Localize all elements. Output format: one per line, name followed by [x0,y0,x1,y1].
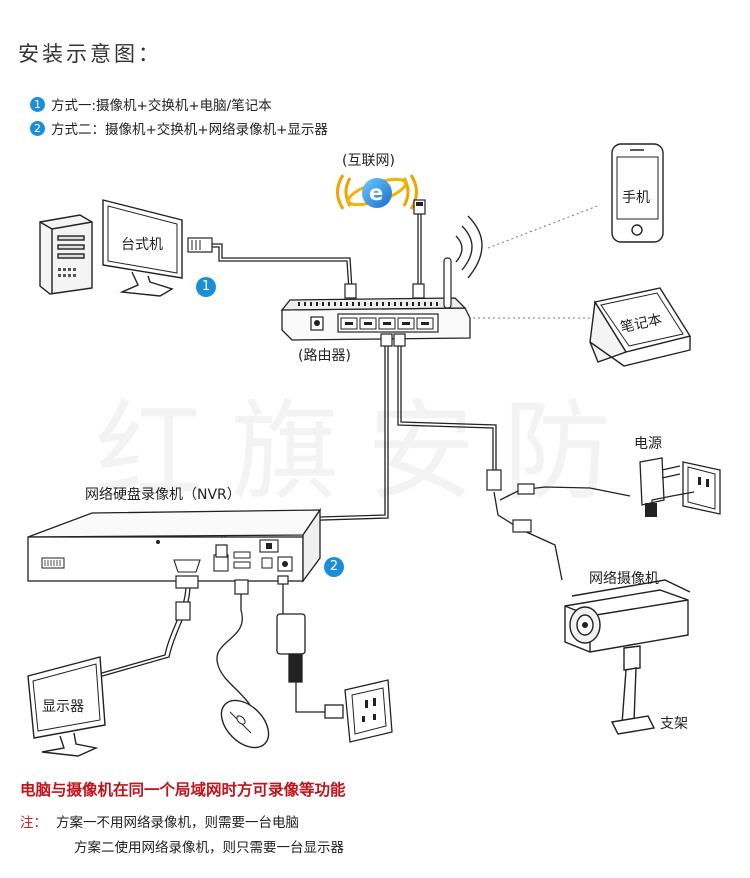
svg-text:e: e [369,181,383,205]
note-line-two: 方案二使用网络录像机，则只需要一台显示器 [74,840,344,856]
nvr-label: 网络硬盘录像机（NVR） [85,487,241,503]
desktop-label: 台式机 [121,237,163,253]
method-one: 1 方式一:摄像机+交换机+电脑/笔记本 [30,94,272,114]
internet-icon: e [336,174,418,210]
desktop-icon [39,199,183,297]
power-label: 电源 [634,436,662,452]
cables [94,214,631,713]
wall-outlet-icon [344,679,393,743]
note-line-one: 方案一不用网络录像机，则需要一台电脑 [56,815,299,831]
bracket-label: 支架 [660,716,688,732]
phone-icon [611,143,664,243]
method-two-number-badge: 2 [30,120,45,136]
laptop-icon [589,287,692,367]
method-two: 2 方式二：摄像机+交换机+网络录像机+显示器 [30,118,328,138]
lan-warning: 电脑与摄像机在同一个局域网时方可录像等功能 [20,781,346,799]
router-icon [280,215,483,341]
page-title: 安装示意图： [18,42,162,66]
mouse-icon [220,699,270,749]
method-one-text: 方式一:摄像机+交换机+电脑/笔记本 [51,98,272,114]
monitor-icon [27,656,106,757]
monitor-label: 显示器 [42,699,84,715]
camera-icon [564,579,691,653]
method-one-number-badge: 1 [30,96,45,112]
note-label: 注： [20,815,47,831]
wireless-links [468,204,601,319]
method-two-diagram-badge: 2 [324,557,344,577]
method-one-diagram-badge: 1 [196,277,216,297]
camera-label: 网络摄像机 [589,571,659,587]
phone-label: 手机 [622,190,650,206]
camera-power-outlet-icon [639,457,721,518]
method-two-text: 方式二：摄像机+交换机+网络录像机+显示器 [51,122,328,138]
router-label: (路由器) [298,348,351,364]
power-adapter-icon [276,613,344,719]
internet-label: (互联网) [342,153,395,169]
bracket-icon [610,645,656,735]
nvr-icon [27,507,322,583]
